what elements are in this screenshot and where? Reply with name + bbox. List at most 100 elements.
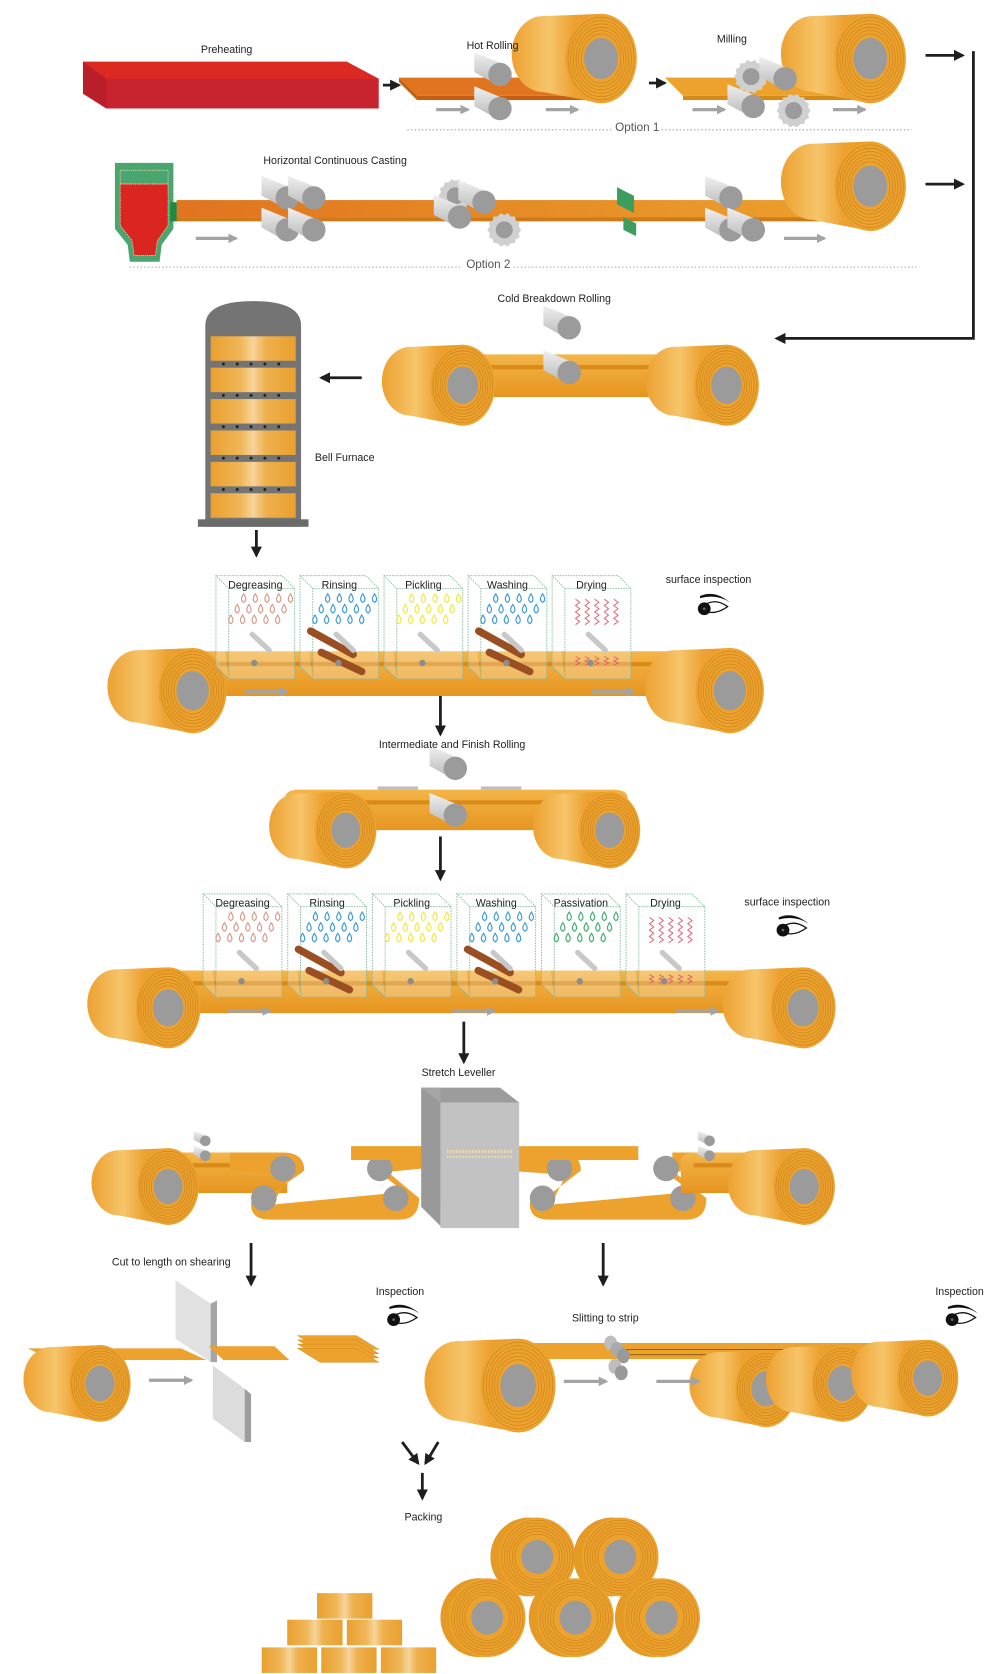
slit-coil-3 [851,1339,959,1417]
leveller-loop-left-1 [229,1152,444,1220]
sheet-bundle [346,1619,403,1646]
coil-core [176,671,209,711]
hot-roll-pair [474,52,512,121]
casting-furnace [114,162,179,262]
leveller-pinch-rolls-right [697,1130,715,1162]
option-1-route: Preheating Hot Rolling Milling Option 1 [82,13,912,134]
hot-coil [511,13,637,104]
tank-label: Washing [487,580,528,592]
option-2-route: Horizontal Continuous Casting Option 2 [114,141,918,271]
coil-core [828,1365,858,1402]
step-label-hot-rolling: Hot Rolling [467,40,519,52]
leveller-block [421,1087,520,1229]
cast-strip [176,200,869,222]
packed-coil [528,1578,614,1657]
cold-breakdown-coil-right [645,344,759,426]
slitting-to-strip: Slitting to strip Inspection [424,1286,984,1433]
cleaning-line-2: Degreasing Rinsing Pickling Washing Passivat… [87,892,836,1049]
tank-drying: Drying [625,892,706,998]
tank-label: Pickling [393,898,430,910]
arrow-merge-left [401,1441,420,1466]
coil-core [713,671,746,711]
leveller-coil-right [727,1148,835,1225]
tank-label: Degreasing [215,898,269,910]
coil-core [85,1365,115,1402]
tank-washing: Washing [467,574,548,680]
slit-coil-2 [766,1345,874,1422]
tank-label: Pickling [405,580,442,592]
furnace-coil [210,336,296,361]
packed-coil [490,1517,576,1597]
step-label-preheating: Preheating [201,44,252,56]
furnace-coil [210,493,296,518]
cold-breakdown-coil-left [381,344,496,426]
option-2-label: Option 2 [466,258,510,271]
packed-coil-stack [440,1517,700,1657]
leveller-loop-right-1 [506,1152,730,1220]
milling-cutter-bottom [776,94,811,128]
milled-coil [780,13,906,104]
tank-label: Drying [576,580,607,592]
cold-breakdown-rolling: Cold Breakdown Rolling [381,293,759,426]
packed-coil [440,1578,526,1657]
slit-inspection-eye-icon [945,1304,978,1327]
tank-label: Degreasing [228,580,282,592]
line2-coil-right [722,967,836,1049]
coil-core [500,1364,536,1408]
leveller-coil-left [91,1148,199,1225]
tank-label: Washing [476,898,517,910]
packed-coil [614,1578,700,1657]
line2-inspection-label: surface inspection [744,897,830,909]
bell-furnace: Bell Furnace [197,301,375,527]
step-label-intermediate-finish-rolling: Intermediate and Finish Rolling [379,739,526,751]
cast-roll-pair-2a [705,175,743,242]
intermediate-finish-rolling: Intermediate and Finish Rolling [269,739,641,869]
sheet-stack [296,1335,380,1363]
stretch-leveller: Stretch Leveller [91,1067,835,1229]
tank-passivation: Passivation [541,892,621,998]
arrow-return-line [774,51,975,344]
preheating-slab [82,61,379,109]
line1-coil-right [644,648,764,734]
step-label-slitting: Slitting to strip [572,1313,639,1325]
coil-core [152,989,184,1027]
tank-degreasing: Degreasing [215,574,296,680]
coil-core [584,37,619,80]
tank-label: Rinsing [322,580,358,592]
packing: Packing [261,1512,700,1673]
cleaning-line-1-strip [132,651,735,696]
cut-inspection-label: Inspection [376,1286,425,1298]
cast-mill-cutter-bottom [487,213,522,247]
flow-arrows [245,49,975,1501]
sheet-bundle [380,1647,437,1673]
tank-label: Rinsing [309,898,345,910]
milling-roll-pair [727,56,797,119]
leveller-pinch-rolls-left [193,1130,211,1162]
sheet-bundle [261,1647,318,1673]
line1-inspection-eye-icon [697,593,730,616]
coil-core [853,37,888,80]
sheet-bundle [321,1647,377,1673]
tank-pickling: Pickling [371,892,452,998]
furnace-coil [210,461,296,487]
cut-coil [23,1345,131,1422]
tank-label: Drying [650,898,681,910]
coil-core [447,366,479,404]
cold-breakdown-rolls [543,305,581,385]
option-1-label: Option 1 [615,121,659,134]
tank-pickling: Pickling [383,574,464,680]
cut-to-length-shearing: Cut to length on shearing Inspection [23,1256,425,1443]
sheet-bundle [287,1619,343,1646]
line2-inspection-eye-icon [776,915,809,937]
step-label-bell-furnace: Bell Furnace [315,452,375,464]
step-label-milling: Milling [717,34,747,46]
slit-mother-coil [424,1338,556,1433]
coil-core [331,812,361,848]
line2-coil-left [87,967,201,1049]
step-label-stretch-leveller: Stretch Leveller [422,1067,496,1079]
coil-core [789,1168,819,1205]
step-label-cold-breakdown-rolling: Cold Breakdown Rolling [498,293,611,305]
coil-core [153,1168,183,1205]
coil-core [853,165,888,207]
tank-rinsing: Rinsing [299,574,380,680]
